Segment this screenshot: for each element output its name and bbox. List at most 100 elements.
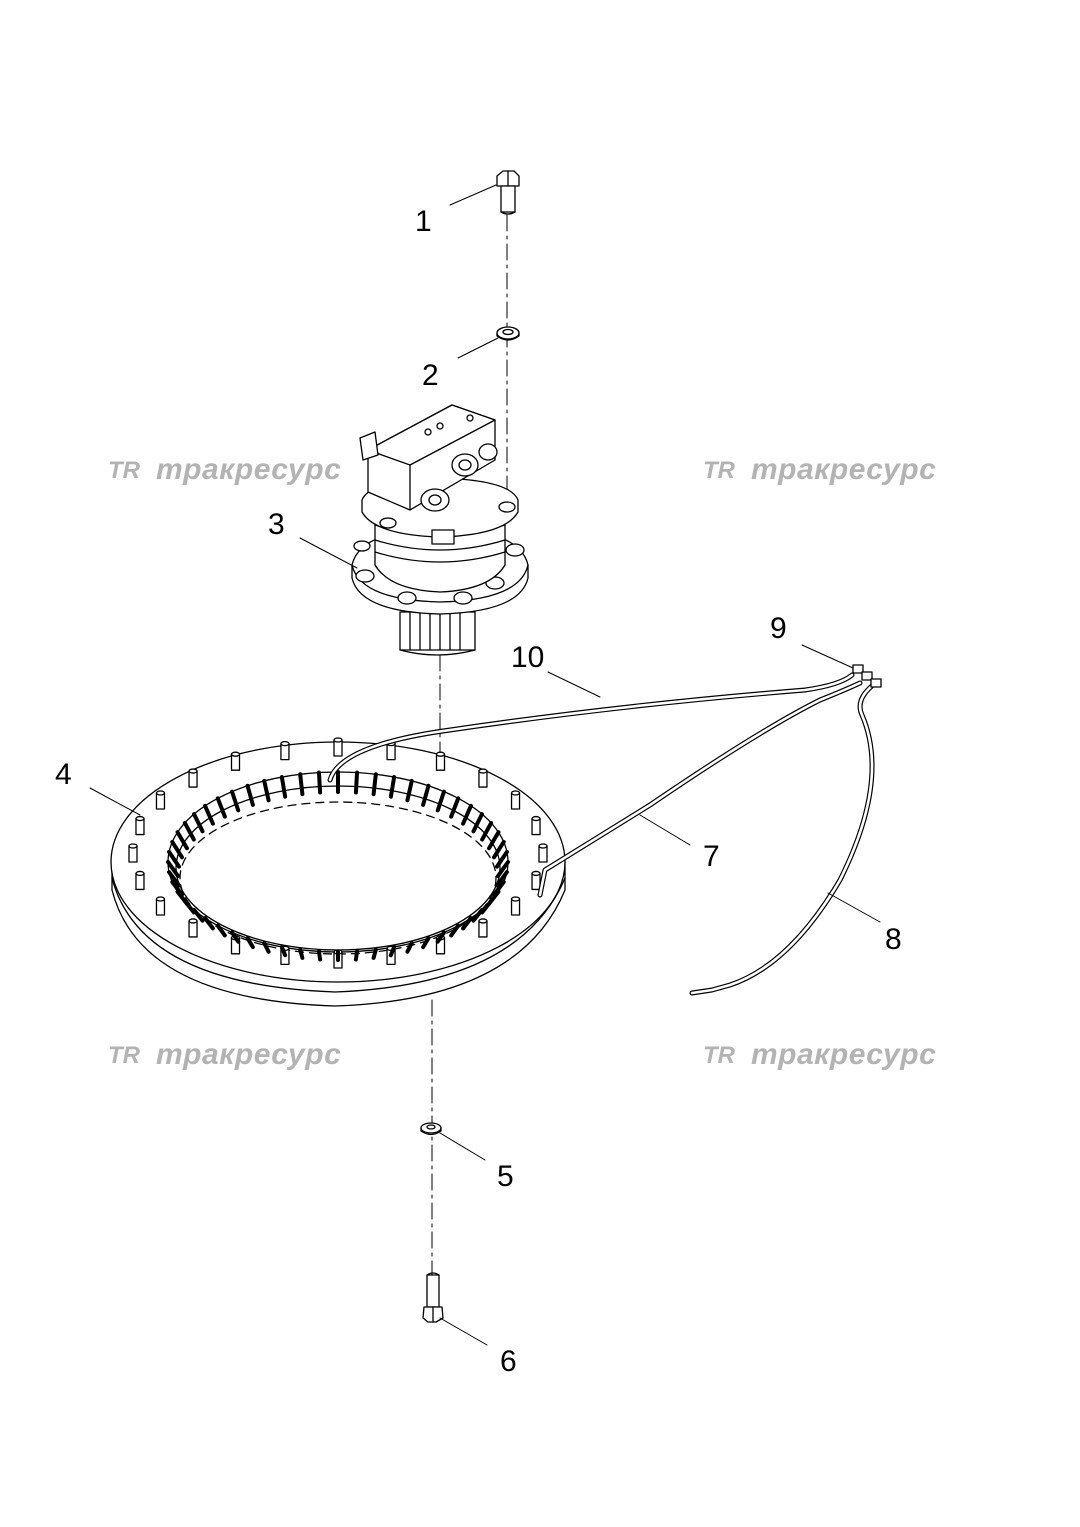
ring-stud [479, 919, 487, 937]
watermark-bottom-left: TR тракресурс [108, 1040, 341, 1070]
gear-tooth [482, 823, 491, 840]
ring-stud [334, 738, 342, 756]
gear-tooth [489, 832, 498, 848]
gear-tooth [232, 792, 238, 811]
callout-1: 1 [415, 205, 432, 238]
ring-stud [189, 769, 197, 787]
gear-tooth [169, 852, 179, 867]
gear-tooth [356, 951, 357, 959]
gear-tooth [463, 806, 471, 824]
leader-lines [89, 184, 881, 1346]
watermark-top-left: TR тракресурс [108, 455, 341, 485]
gear-tooth [232, 932, 238, 941]
ring-stud [512, 897, 520, 915]
gear-tooth [169, 872, 179, 885]
gear-tooth [264, 781, 268, 800]
gear-tooth [407, 943, 411, 952]
callout-2: 2 [422, 359, 439, 392]
hose-part-8 [692, 685, 873, 993]
gear-tooth [407, 781, 411, 800]
ring-stud [156, 791, 164, 809]
watermark-text: тракресурс [156, 453, 342, 486]
callout-9: 9 [770, 612, 787, 645]
gear-tooth [391, 947, 394, 955]
gear-tooth [205, 806, 213, 824]
callout-4: 4 [55, 758, 72, 791]
gear-tooth [356, 773, 357, 793]
gear-tooth [185, 823, 194, 840]
ring-stud [189, 919, 197, 937]
gear-tooth [319, 951, 320, 959]
ring-stud [232, 752, 240, 770]
ring-stud [479, 769, 487, 787]
gear-tooth [497, 872, 507, 885]
gear-tooth [264, 943, 268, 952]
swing-motor-part-3 [352, 405, 528, 655]
gear-tooth [300, 950, 302, 958]
gear-tooth [300, 774, 302, 794]
callout-8: 8 [885, 923, 902, 956]
ring-stud [539, 844, 547, 862]
callout-10: 10 [511, 641, 545, 674]
gear-tooth [423, 938, 428, 947]
tr-logo-icon: TR [108, 1042, 141, 1068]
gear-tooth [282, 777, 285, 797]
gear-tooth [172, 842, 182, 857]
svg-text:TR: TR [703, 1042, 736, 1068]
gear-tooth [494, 842, 504, 857]
callout-3: 3 [268, 508, 285, 541]
tr-logo-icon: TR [703, 457, 736, 483]
gear-tooth [205, 918, 213, 928]
bolt-part-6 [423, 1273, 443, 1322]
tr-logo-icon: TR [108, 457, 141, 483]
gear-tooth [194, 814, 202, 831]
gear-tooth [438, 792, 444, 811]
ring-stud [136, 817, 144, 835]
callout-5: 5 [497, 1160, 514, 1193]
gear-tooth [172, 882, 182, 895]
hose-part-7 [540, 683, 860, 895]
svg-text:TR: TR [108, 457, 141, 483]
gear-tooth [497, 852, 507, 867]
bolt-part-1 [497, 171, 519, 214]
callout-6: 6 [500, 1345, 517, 1378]
gear-tooth [168, 862, 178, 876]
watermark-top-right: TR тракресурс [703, 455, 936, 485]
gear-tooth [218, 798, 225, 816]
washer-part-5 [421, 1123, 441, 1135]
watermark-text: тракресурс [156, 1038, 342, 1071]
washer-part-2 [497, 327, 519, 340]
gear-tooth [498, 862, 508, 876]
gear-tooth [218, 926, 225, 936]
gear-tooth [374, 774, 376, 794]
gear-tooth [178, 832, 187, 848]
ring-stud [129, 844, 137, 862]
gear-tooth [451, 926, 458, 936]
ring-stud [281, 742, 289, 760]
tr-logo-icon: TR [703, 1042, 736, 1068]
ring-stud [532, 817, 540, 835]
callout-7: 7 [703, 840, 720, 873]
gear-tooth [248, 938, 253, 947]
watermark-text: тракресурс [751, 453, 937, 486]
watermark-text: тракресурс [751, 1038, 937, 1071]
gear-tooth [282, 947, 285, 955]
gear-tooth [473, 910, 481, 921]
gear-tooth [423, 786, 428, 805]
hose-part-8-inner [692, 685, 873, 993]
gear-tooth [473, 814, 481, 831]
ring-stud [437, 752, 445, 770]
gear-tooth [451, 798, 458, 816]
watermark-bottom-right: TR тракресурс [703, 1040, 936, 1070]
ring-stud [156, 897, 164, 915]
gear-tooth [319, 773, 320, 793]
svg-text:TR: TR [703, 457, 736, 483]
ring-stud [136, 871, 144, 889]
fittings-part-9 [853, 665, 881, 687]
gear-tooth [391, 777, 394, 797]
hose-part-10-inner [330, 675, 852, 780]
gear-tooth [374, 950, 376, 958]
gear-tooth [438, 932, 444, 941]
hose-part-7-inner [540, 683, 860, 895]
